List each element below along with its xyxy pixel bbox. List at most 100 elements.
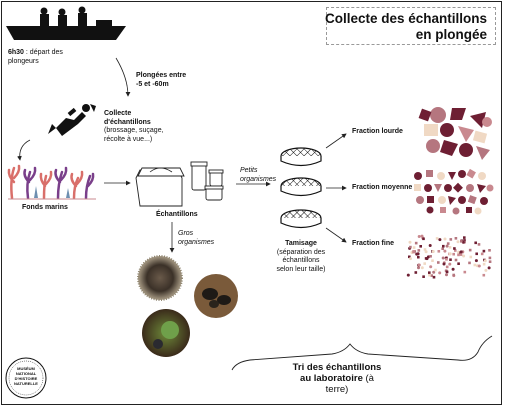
title-box: Collecte des échantillons en plongée: [324, 7, 496, 45]
fine-fraction-particles: [406, 234, 492, 279]
large-line-2: organismes: [178, 238, 215, 246]
fine-particle: [468, 261, 471, 265]
fine-particle: [406, 273, 410, 277]
fine-particle: [431, 250, 435, 253]
fine-particle: [437, 261, 440, 264]
fine-particle: [480, 252, 484, 256]
fine-particle: [475, 252, 478, 256]
fine-particle: [449, 238, 453, 241]
fine-particle: [463, 239, 466, 242]
coral-reef-icon: [7, 164, 96, 200]
title-line-2: en plongée: [415, 27, 487, 42]
fine-particle: [473, 263, 477, 267]
fine-particle: [423, 262, 426, 265]
fine-particle: [412, 250, 415, 253]
fine-particle: [453, 247, 456, 250]
fine-particle: [448, 246, 452, 249]
fine-particle: [477, 243, 481, 246]
fine-particle: [459, 250, 463, 254]
fine-particle: [425, 257, 429, 261]
large-line-1: Gros: [178, 230, 194, 237]
fine-particle: [429, 255, 432, 258]
fine-particle: [460, 240, 463, 243]
small-line-1: Petits: [240, 167, 258, 174]
logo-line-1: MUSÉUM: [17, 366, 35, 371]
fine-particle: [482, 262, 486, 266]
fine-particle: [422, 275, 425, 278]
title-line-1: Collecte des échantillons: [324, 11, 487, 26]
fine-particle: [454, 258, 458, 262]
fine-particle: [445, 270, 449, 274]
fine-particle: [417, 266, 420, 270]
fine-particle: [474, 241, 477, 245]
departure-text-2: plongeurs: [8, 57, 39, 65]
fine-particle: [445, 273, 448, 277]
large-organisms-photos: [137, 255, 238, 357]
fraction-fine-label: Fraction fine: [352, 240, 395, 247]
dive-line-1: Plongées entre: [136, 72, 187, 79]
fine-particle: [443, 249, 447, 253]
departure-time: 6h30: [8, 49, 24, 56]
fine-particle: [457, 262, 460, 265]
fine-particle: [452, 252, 455, 256]
collect-line-1: Collecte: [104, 110, 132, 117]
sample-containers-icon: [135, 161, 224, 207]
fine-particle: [448, 252, 452, 256]
sieving-line-2: échantillons: [282, 257, 320, 264]
sieve-stack-icon: [280, 147, 322, 229]
dive-depth-label: Plongées entre-5 et -60m: [136, 72, 186, 89]
fine-particle: [435, 237, 439, 240]
fine-particle: [482, 273, 486, 277]
arrow-to-fine: [325, 227, 347, 243]
fine-particle: [429, 265, 433, 269]
fine-particle: [431, 259, 434, 262]
fine-particle: [438, 271, 442, 275]
dive-line-2: -5 et -60m: [136, 80, 169, 88]
fine-particle: [417, 255, 420, 259]
fine-particle: [430, 274, 433, 277]
fine-particle: [441, 256, 445, 260]
fine-particle: [487, 266, 491, 270]
museum-logo: [5, 357, 47, 399]
logo-line-2: NATIONAL: [15, 371, 37, 376]
fine-particle: [446, 242, 450, 245]
fine-particle: [451, 267, 455, 271]
heavy-fraction-particles: [418, 107, 492, 160]
fine-particle: [477, 264, 481, 268]
fine-particle: [434, 268, 437, 272]
fine-particle: [445, 258, 448, 261]
fine-particle: [483, 259, 487, 263]
fine-particle: [408, 255, 411, 259]
fine-particle: [482, 249, 486, 253]
sieving-line-1: (séparation des: [276, 248, 326, 256]
lab-line-2: au laboratoire: [300, 373, 363, 384]
fine-particle: [408, 240, 412, 244]
collect-line-2: d'échantillons: [104, 118, 151, 126]
logo-line-4: NATURELLE: [14, 381, 38, 386]
fraction-medium-label: Fraction moyenne: [352, 184, 413, 191]
fine-particle: [414, 271, 418, 274]
fine-particle: [452, 273, 455, 277]
boat-icon: [6, 6, 126, 40]
lab-line-3: terre): [325, 384, 349, 395]
collect-line-3: (brossage, suçage,: [104, 127, 164, 134]
lab-line-1: Tri des échantillons: [292, 362, 382, 373]
fine-particle: [463, 236, 466, 239]
fine-particle: [474, 259, 478, 263]
fine-particle: [423, 248, 427, 251]
fine-particle: [438, 238, 442, 242]
fine-particle: [469, 255, 473, 259]
samples-label: Échantillons: [156, 211, 198, 218]
fine-particle: [449, 258, 452, 261]
fine-particle: [441, 247, 444, 250]
fine-particle: [432, 275, 436, 279]
fine-particle: [417, 235, 421, 238]
fine-particle: [443, 237, 447, 241]
